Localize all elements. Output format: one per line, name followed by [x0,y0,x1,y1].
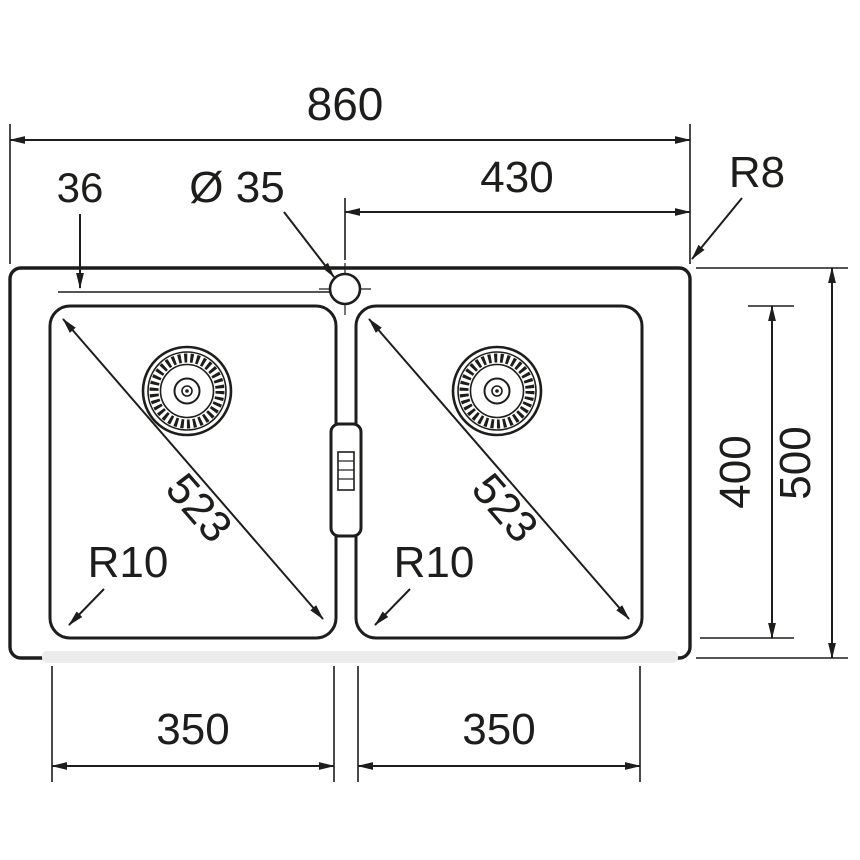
leader-arrow [68,588,105,626]
dimension-outer-corner-radius: R8 [691,148,785,260]
dimension-label-430: 430 [480,153,553,202]
dimension-label-diameter-35: Ø 35 [189,163,284,212]
dimension-label-350-right: 350 [462,705,535,754]
dimension-right-bowl-radius: R10 [374,538,475,626]
dimension-left-bowl-width: 350 [51,666,335,782]
dimension-left-bowl-radius: R10 [68,538,169,626]
dimension-right-bowl-width: 350 [357,666,641,782]
dimension-bowl-depth: 400 [700,305,794,639]
dimension-label-r10-left: R10 [88,538,169,587]
drain-center-dot [185,389,189,393]
dimension-rim-offset: 36 [57,164,104,289]
overflow-grate [337,451,355,491]
dimension-tap-hole: Ø 35 [189,163,335,278]
left-drain-strainer [141,345,233,437]
dimension-label-400: 400 [711,435,760,508]
sink-bottom-shadow [42,651,678,663]
dimension-label-36: 36 [57,164,104,211]
dimension-overall-width: 860 [9,78,691,264]
leader-arrow [374,588,411,626]
dimension-label-500: 500 [771,426,820,499]
leader-arrow [283,211,335,278]
diagonal-dimension-line [62,318,324,620]
right-drain-strainer [451,345,543,437]
drain-center-dot [495,389,499,393]
tap-hole-group [319,263,371,315]
leader-arrow [691,197,743,260]
dimension-overall-depth: 500 [696,267,848,659]
dimension-label-350-left: 350 [156,705,229,754]
dimension-right-half-width: 430 [344,153,691,260]
center-divider-group [329,422,363,538]
dimension-label-r10-right: R10 [394,538,475,587]
dimension-label-r8: R8 [729,148,785,197]
diagonal-dimension-line [368,318,630,620]
tap-hole-circle [328,272,362,306]
dimension-label-860: 860 [307,78,384,130]
